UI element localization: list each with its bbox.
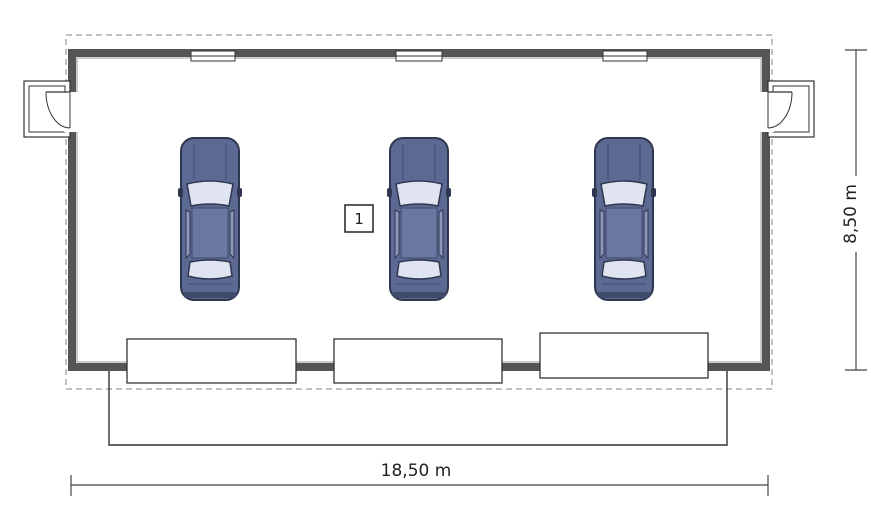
garage-door-right <box>539 332 709 379</box>
side-door-left <box>23 80 76 138</box>
width-dimension-line <box>70 475 769 496</box>
garage-door-left <box>126 338 297 384</box>
depth-dimension-label: 8,50 m <box>841 184 861 244</box>
room-number: 1 <box>354 210 364 228</box>
garage-door-center <box>333 338 503 384</box>
car-left <box>178 137 242 301</box>
side-door-right <box>762 80 815 138</box>
window-left <box>190 50 236 62</box>
width-dimension-label: 18,50 m <box>381 461 452 481</box>
window-center <box>395 50 443 62</box>
window-right <box>602 50 648 62</box>
roof-outline <box>65 34 773 390</box>
front-apron <box>108 368 728 446</box>
room-label: 1 <box>344 204 374 233</box>
car-center <box>387 137 451 301</box>
car-right <box>592 137 656 301</box>
